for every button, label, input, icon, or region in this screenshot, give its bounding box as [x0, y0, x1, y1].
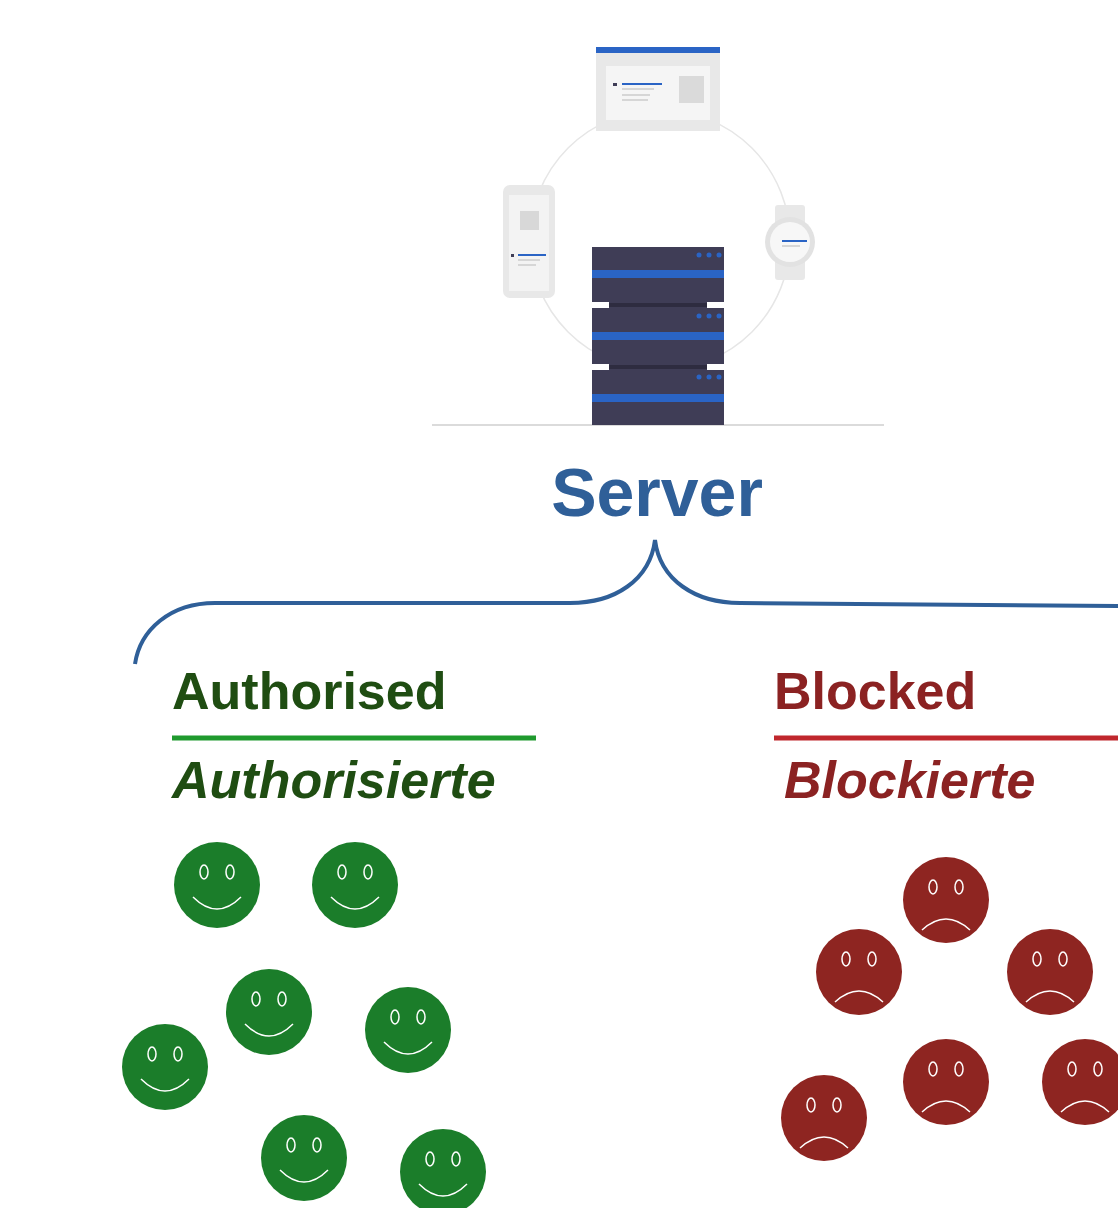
sad-face — [903, 1039, 989, 1125]
server-rack — [592, 247, 724, 425]
happy-face — [261, 1115, 347, 1201]
sad-face — [1042, 1039, 1118, 1125]
happy-face — [312, 842, 398, 928]
watch-icon — [765, 205, 815, 280]
browser-icon — [596, 47, 720, 131]
green-underline — [172, 736, 536, 741]
group-heading: Authorised — [172, 665, 446, 717]
happy-face — [365, 987, 451, 1073]
red-underline — [774, 736, 1118, 741]
group-heading: Blocked — [774, 665, 976, 717]
happy-face — [226, 969, 312, 1055]
sad-face — [903, 857, 989, 943]
happy-face — [174, 842, 260, 928]
happy-face — [400, 1129, 486, 1208]
sad-face — [816, 929, 902, 1015]
sad-face — [1007, 929, 1093, 1015]
server-heading: Server — [551, 458, 763, 526]
sad-face — [781, 1075, 867, 1161]
group-heading-translation: Authorisierte — [172, 754, 496, 806]
happy-face — [122, 1024, 208, 1110]
phone-icon — [503, 185, 555, 298]
curly-brace — [135, 540, 1118, 664]
group-heading-translation: Blockierte — [784, 754, 1035, 806]
faces — [122, 842, 1118, 1208]
